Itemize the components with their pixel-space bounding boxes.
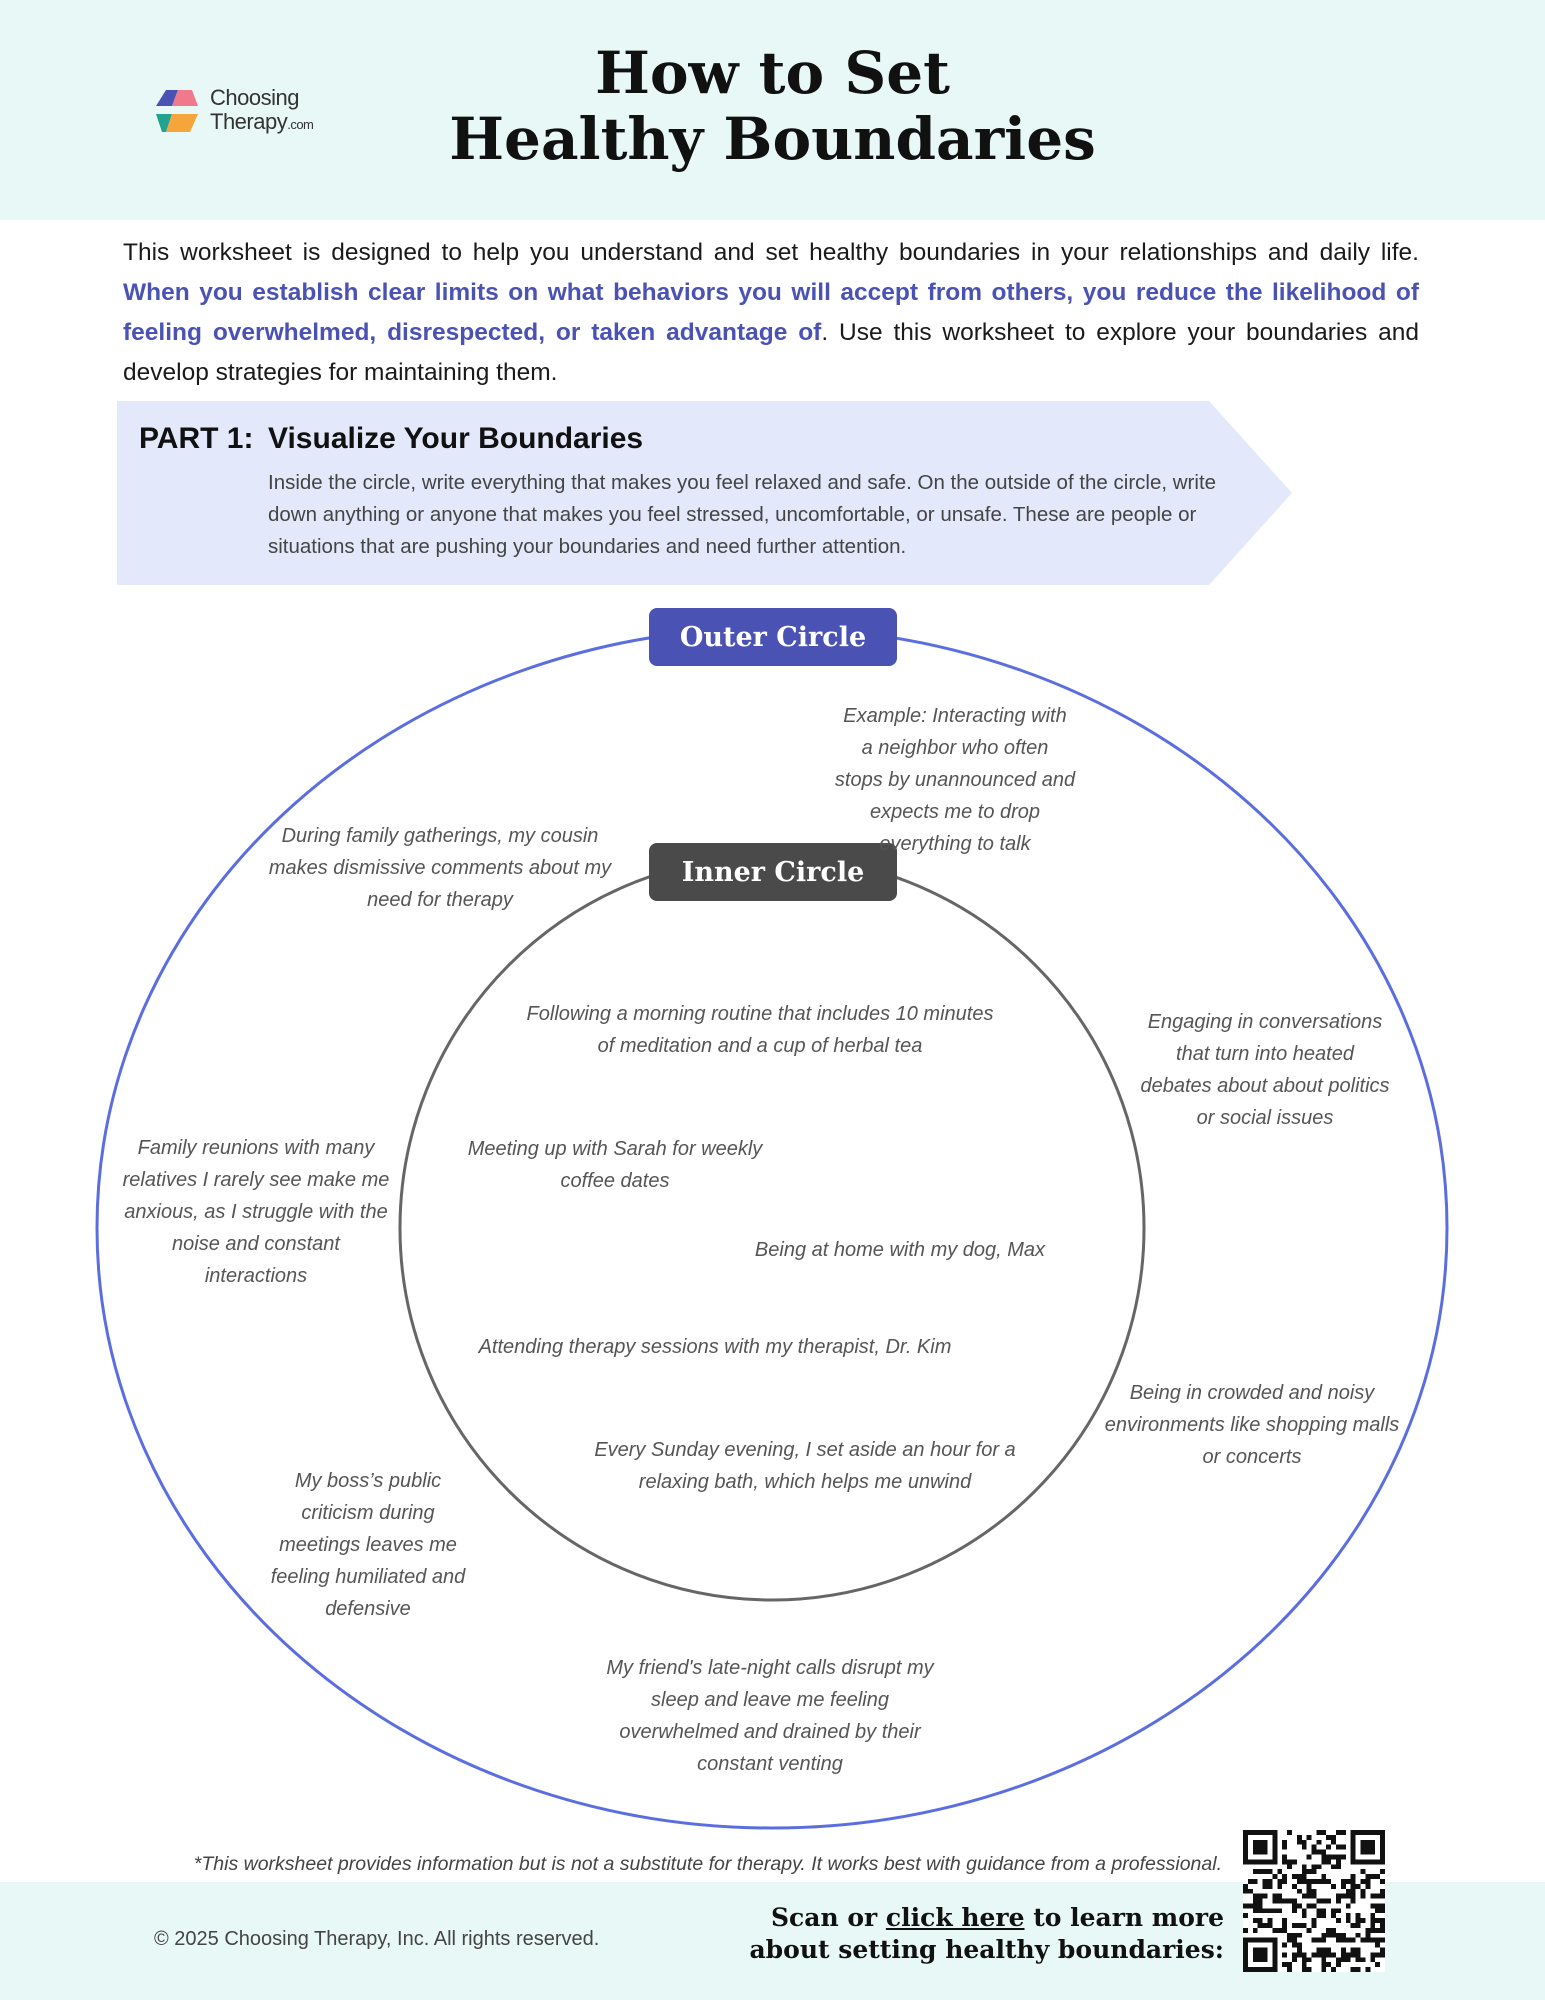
intro-highlight: When you establish clear limits on what … [123,279,1419,346]
outer-note-cousin: During family gatherings, my cousin make… [268,825,612,911]
intro-text-end: . Use this worksheet to explore your bou… [123,319,1419,386]
part-banner-arrow [117,401,1292,585]
outer-circle-label: Outer Circle [649,608,897,666]
outer-note-boss: My boss’s public criticism during meetin… [270,1470,466,1620]
inner-note-dog: Being at home with my dog, Max [754,1239,1046,1261]
cta-prefix: Scan or [770,1903,886,1932]
outer-note-crowds: Being in crowded and noisy environments … [1104,1382,1400,1468]
inner-circle-label: Inner Circle [649,843,897,901]
click-here-link[interactable]: click here [885,1903,1025,1932]
inner-note-bath: Every Sunday evening, I set aside an hou… [594,1439,1016,1493]
disclaimer: *This worksheet provides information but… [193,1853,1222,1875]
logo-line1: Choosing [210,85,299,110]
logo-wordmark: Choosing Therapy.com [210,85,314,137]
part-title: Visualize Your Boundaries [268,422,644,455]
intro-text-start: This worksheet is designed to help you u… [123,239,1419,266]
header-band [0,0,1545,220]
cta-suffix: to learn more [1024,1903,1224,1932]
outer-note-neighbor: Example: Interacting with a neighbor who… [834,705,1076,855]
logo-suffix: .com [287,117,314,132]
page-title: How to Set Healthy Boundaries [0,40,1545,172]
logo-mark-icon [156,90,198,132]
inner-note-therapy: Attending therapy sessions with my thera… [478,1336,952,1358]
inner-note-sarah: Meeting up with Sarah for weekly coffee … [467,1138,763,1192]
cta-line2: about setting healthy boundaries: [749,1935,1224,1964]
title-line1: How to Set [595,39,950,107]
outer-note-reunions: Family reunions with many relatives I ra… [122,1137,390,1287]
cta-text: Scan or click here to learn more about s… [700,1902,1224,1966]
intro-paragraph: This worksheet is designed to help you u… [123,233,1419,393]
logo-line2: Therapy [210,109,288,134]
title-line2: Healthy Boundaries [449,105,1096,173]
outer-note-friend: My friend's late-night calls disrupt my … [606,1657,934,1775]
part-label: PART 1: [139,422,254,455]
inner-note-morning-routine: Following a morning routine that include… [526,1003,994,1057]
qr-code-icon[interactable] [1243,1830,1385,1972]
choosing-therapy-logo[interactable]: Choosing Therapy.com [152,84,342,144]
outer-note-debates: Engaging in conversations that turn into… [1140,1011,1390,1129]
copyright: © 2025 Choosing Therapy, Inc. All rights… [154,1928,600,1950]
part-description: Inside the circle, write everything that… [268,471,1217,558]
